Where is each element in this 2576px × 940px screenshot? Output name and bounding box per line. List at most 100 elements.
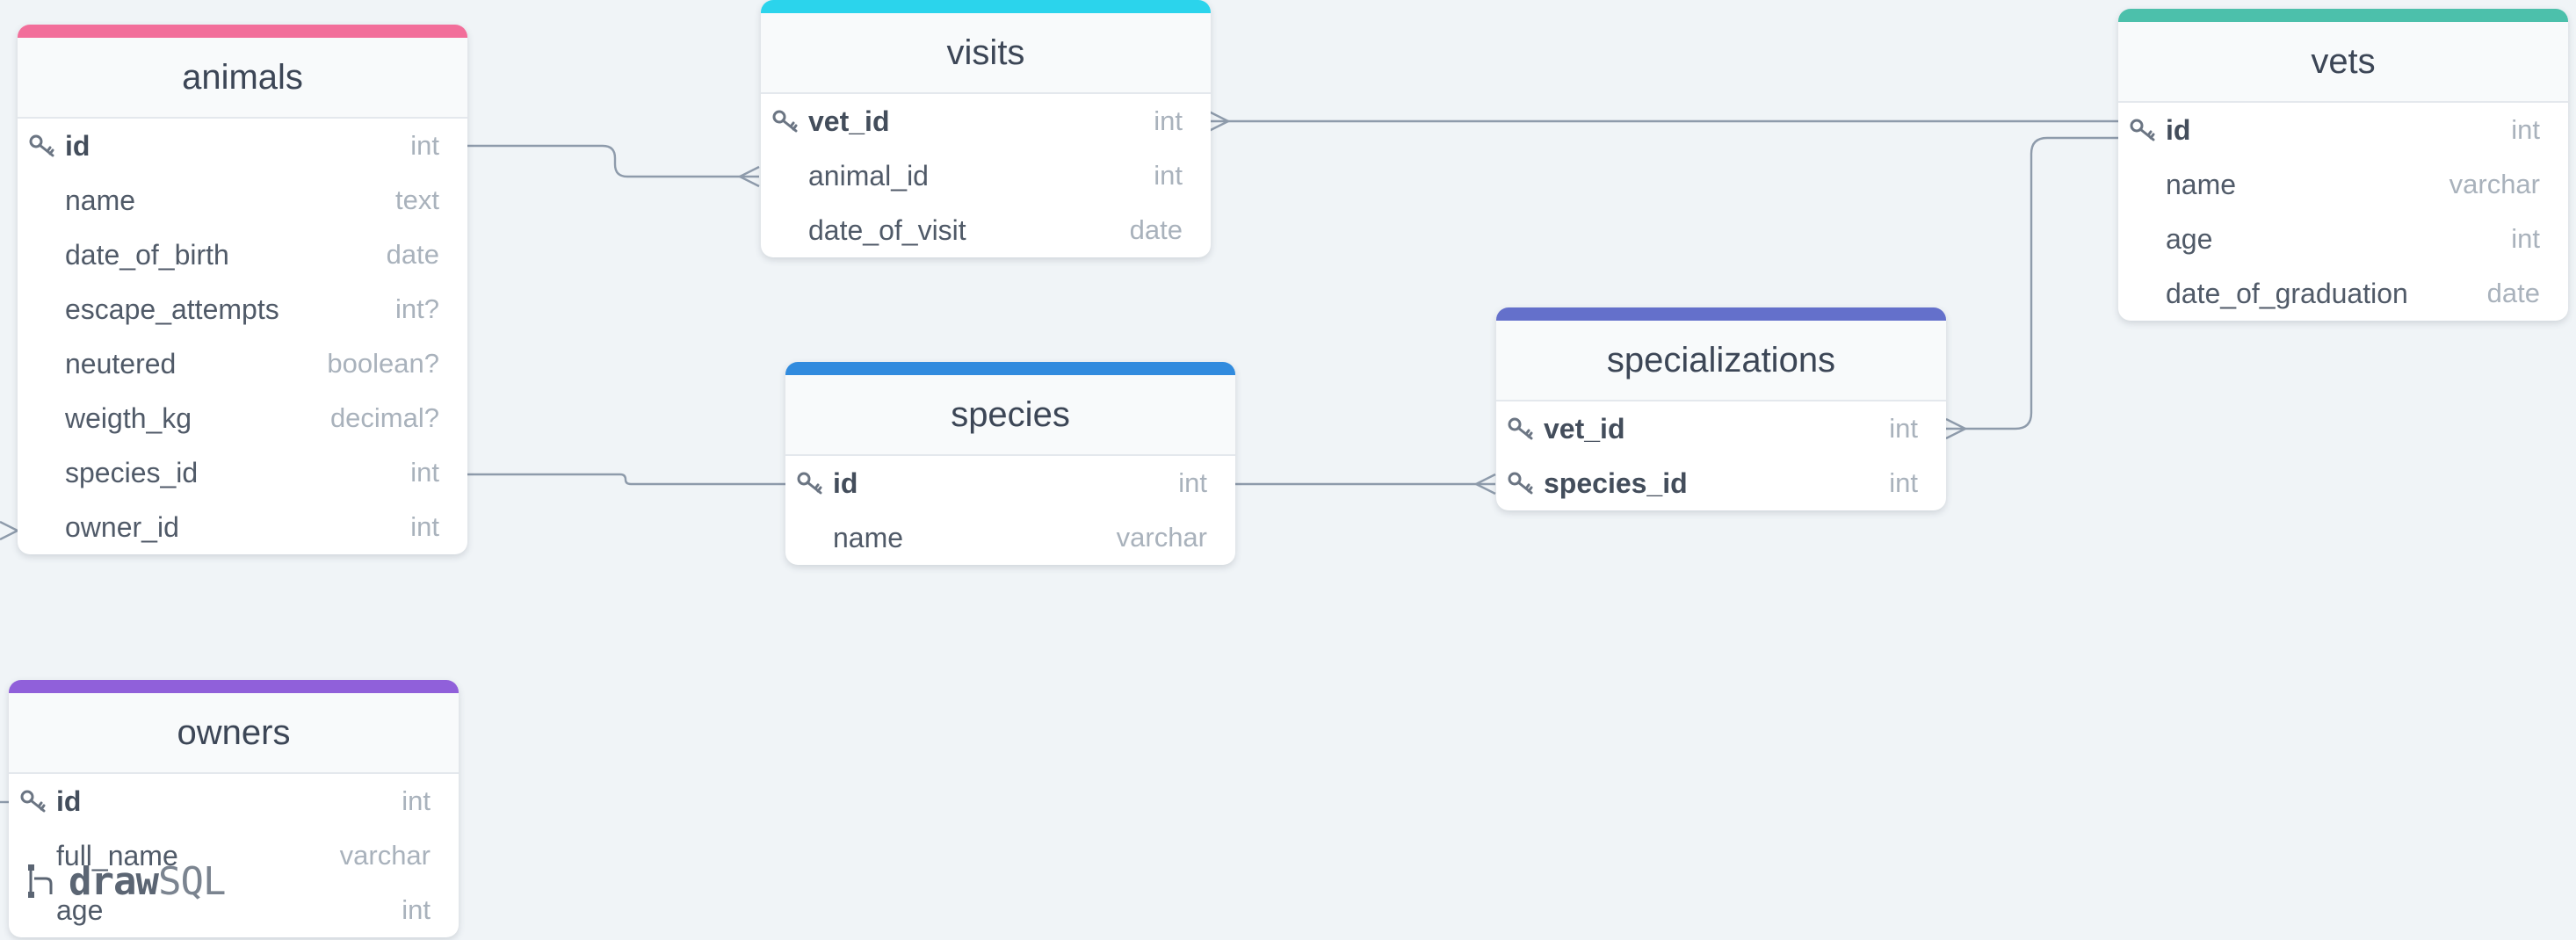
field-name: id bbox=[2166, 113, 2191, 146]
field-type: int bbox=[410, 511, 439, 542]
field-row-id[interactable]: id int bbox=[785, 456, 1235, 510]
table-title: vets bbox=[2118, 22, 2568, 103]
table-vets[interactable]: vets id int name varchar age int date_of_gradu… bbox=[2118, 9, 2568, 321]
field-row-date-of-visit[interactable]: date_of_visit date bbox=[761, 203, 1211, 257]
crowfoot-animals-owner-id bbox=[0, 520, 20, 541]
brand-name-sql: SQL bbox=[157, 858, 226, 904]
field-type: date bbox=[1129, 214, 1183, 245]
field-row-species-id[interactable]: species_id int bbox=[18, 445, 467, 500]
field-type: int bbox=[1889, 467, 1918, 498]
table-title: species bbox=[785, 375, 1235, 456]
crowfoot-specializations-species-id bbox=[1473, 473, 1496, 495]
field-type: int bbox=[402, 785, 431, 816]
field-type: int bbox=[2511, 223, 2540, 254]
key-icon bbox=[771, 109, 800, 134]
table-color-bar bbox=[18, 25, 467, 38]
field-name: escape_attempts bbox=[65, 293, 279, 325]
field-type: int bbox=[1178, 467, 1207, 498]
relation-animals-species bbox=[467, 473, 785, 486]
relation-animals-visits bbox=[467, 144, 759, 178]
table-color-bar bbox=[9, 680, 459, 693]
key-icon bbox=[28, 134, 56, 158]
field-type: int bbox=[1154, 160, 1183, 191]
field-type: int? bbox=[395, 293, 439, 324]
drawsql-logo: draw SQL bbox=[26, 858, 226, 904]
field-list: id int name varchar bbox=[785, 456, 1235, 565]
field-name: date_of_visit bbox=[808, 213, 966, 246]
relation-vets-specializations bbox=[1946, 136, 2118, 430]
key-icon bbox=[796, 471, 824, 495]
field-name: age bbox=[56, 893, 104, 926]
field-list: id int name varchar age int date_of_graduation… bbox=[2118, 103, 2568, 321]
crowfoot-visits-vet-id bbox=[1208, 110, 1231, 133]
field-type: varchar bbox=[339, 840, 431, 871]
field-row-id[interactable]: id int bbox=[2118, 103, 2568, 157]
field-row-vet-id[interactable]: vet_id int bbox=[761, 94, 1211, 148]
key-icon bbox=[1507, 416, 1535, 441]
field-name: weigth_kg bbox=[65, 401, 192, 434]
crowfoot-visits-animal-id bbox=[737, 165, 760, 188]
field-row-date-of-graduation[interactable]: date_of_graduation date bbox=[2118, 266, 2568, 321]
field-name: id bbox=[65, 129, 90, 162]
table-title: specializations bbox=[1496, 321, 1946, 401]
table-color-bar bbox=[2118, 9, 2568, 22]
field-row-name[interactable]: name varchar bbox=[2118, 157, 2568, 212]
field-row-species-id[interactable]: species_id int bbox=[1496, 456, 1946, 510]
field-row-owner-id[interactable]: owner_id int bbox=[18, 500, 467, 554]
field-type: varchar bbox=[1116, 522, 1207, 553]
field-row-animal-id[interactable]: animal_id int bbox=[761, 148, 1211, 203]
table-species[interactable]: species id int name varchar bbox=[785, 362, 1235, 565]
field-name: vet_id bbox=[808, 105, 890, 137]
field-row-age[interactable]: age int bbox=[9, 883, 459, 937]
table-color-bar bbox=[761, 0, 1211, 13]
table-title: owners bbox=[9, 693, 459, 774]
field-row-age[interactable]: age int bbox=[2118, 212, 2568, 266]
field-name: species_id bbox=[1544, 466, 1688, 499]
field-name: name bbox=[2166, 168, 2237, 200]
field-type: int bbox=[410, 130, 439, 161]
field-name: neutered bbox=[65, 347, 177, 380]
field-name: age bbox=[2166, 222, 2213, 255]
key-icon bbox=[19, 789, 47, 813]
field-name: name bbox=[833, 521, 904, 553]
field-row-full-name[interactable]: full_name varchar bbox=[9, 828, 459, 883]
field-row-name[interactable]: name varchar bbox=[785, 510, 1235, 565]
field-type: int bbox=[2511, 114, 2540, 145]
brand-name-draw: draw bbox=[69, 858, 159, 904]
field-type: varchar bbox=[2449, 169, 2540, 199]
key-icon bbox=[2129, 118, 2157, 142]
field-type: int bbox=[410, 457, 439, 488]
field-name: full_name bbox=[56, 839, 178, 871]
field-type: int bbox=[1154, 105, 1183, 136]
field-type: int bbox=[402, 894, 431, 925]
field-name: date_of_graduation bbox=[2166, 277, 2408, 309]
field-type: date bbox=[2486, 278, 2540, 308]
key-icon bbox=[1507, 471, 1535, 495]
field-type: boolean? bbox=[327, 348, 439, 379]
field-name: animal_id bbox=[808, 159, 929, 192]
field-row-neutered[interactable]: neutered boolean? bbox=[18, 336, 467, 391]
field-name: species_id bbox=[65, 456, 199, 488]
field-row-id[interactable]: id int bbox=[18, 119, 467, 173]
drawsql-logo-icon bbox=[28, 864, 53, 898]
table-title: visits bbox=[761, 13, 1211, 94]
field-name: owner_id bbox=[65, 510, 179, 543]
field-row-escape-attempts[interactable]: escape_attempts int? bbox=[18, 282, 467, 336]
field-type: int bbox=[1889, 413, 1918, 444]
field-name: id bbox=[833, 466, 858, 499]
